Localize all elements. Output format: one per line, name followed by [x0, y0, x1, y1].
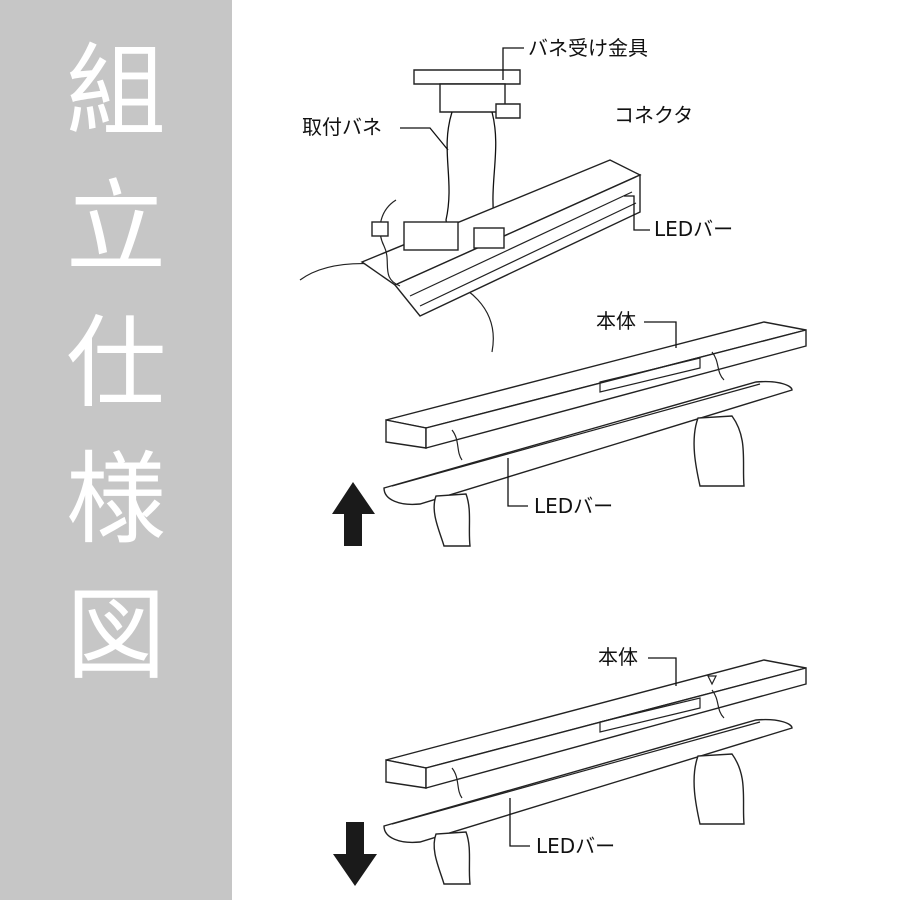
attach-illustration	[383, 321, 807, 547]
label-body-bottom: 本体	[598, 645, 638, 669]
body-top-face	[385, 321, 807, 429]
led-bar-mid	[383, 380, 793, 506]
led-bar-bottom-edge	[391, 721, 761, 825]
label-connector: コネクタ	[614, 103, 693, 127]
led-bar-mid-edge	[391, 383, 761, 487]
detach-illustration	[383, 657, 807, 885]
label-body-mid: 本体	[596, 309, 636, 333]
cable-plug	[371, 221, 389, 237]
hand-right-bottom	[693, 753, 745, 825]
body-inner-slot-bottom	[599, 697, 701, 733]
side-title-char-5: 図	[66, 577, 166, 694]
side-panel: 組 立 仕 様 図	[0, 0, 232, 900]
side-title-char-2: 立	[66, 169, 166, 286]
leader-body-bottom	[648, 657, 677, 686]
body-marker-triangle	[707, 675, 717, 686]
hand-left-bottom	[433, 831, 471, 885]
side-title-char-3: 仕	[66, 305, 166, 422]
side-title-char-4: 様	[66, 441, 166, 558]
mounting-spring-left	[445, 111, 453, 241]
body-top-face-bottom	[385, 659, 807, 769]
label-spring-bracket: バネ受け金具	[528, 36, 648, 60]
spring-bracket-plate	[413, 69, 521, 85]
leader-led-bar-mid	[507, 458, 528, 507]
arrow-up-icon	[332, 482, 375, 546]
hand-right-mid	[693, 415, 745, 487]
led-bar-bottom	[383, 718, 793, 844]
hand-left-mid	[433, 493, 471, 547]
label-led-bar-top: LEDバー	[654, 217, 733, 241]
label-led-bar-bottom: LEDバー	[536, 834, 615, 858]
bottom-wire-right	[711, 689, 725, 719]
connector-cable	[379, 199, 401, 287]
led-channel-edge	[409, 191, 633, 297]
spring-bracket-body	[439, 83, 506, 113]
side-title: 組 立 仕 様 図	[0, 24, 232, 704]
led-channel-edge-2	[419, 202, 637, 307]
leader-mounting-spring	[400, 127, 449, 151]
spring-bracket-tab	[495, 103, 521, 119]
spring-holder	[473, 227, 505, 249]
ceiling-mount-illustration	[299, 47, 650, 353]
leader-led-bar-top	[624, 195, 650, 231]
label-led-bar-mid: LEDバー	[534, 494, 613, 518]
bottom-wire-left	[451, 767, 463, 799]
leader-body-mid	[644, 321, 677, 348]
body-inner-slot	[599, 357, 701, 393]
mid-wire-left	[451, 429, 463, 461]
mid-wire-right	[711, 351, 725, 381]
connector-block	[403, 221, 459, 251]
leader-led-bar-bottom	[509, 798, 530, 847]
label-mounting-spring: 取付バネ	[302, 115, 382, 139]
side-title-char-1: 組	[66, 33, 166, 150]
leader-spring-bracket	[502, 47, 524, 80]
arrow-down-icon	[333, 822, 377, 886]
